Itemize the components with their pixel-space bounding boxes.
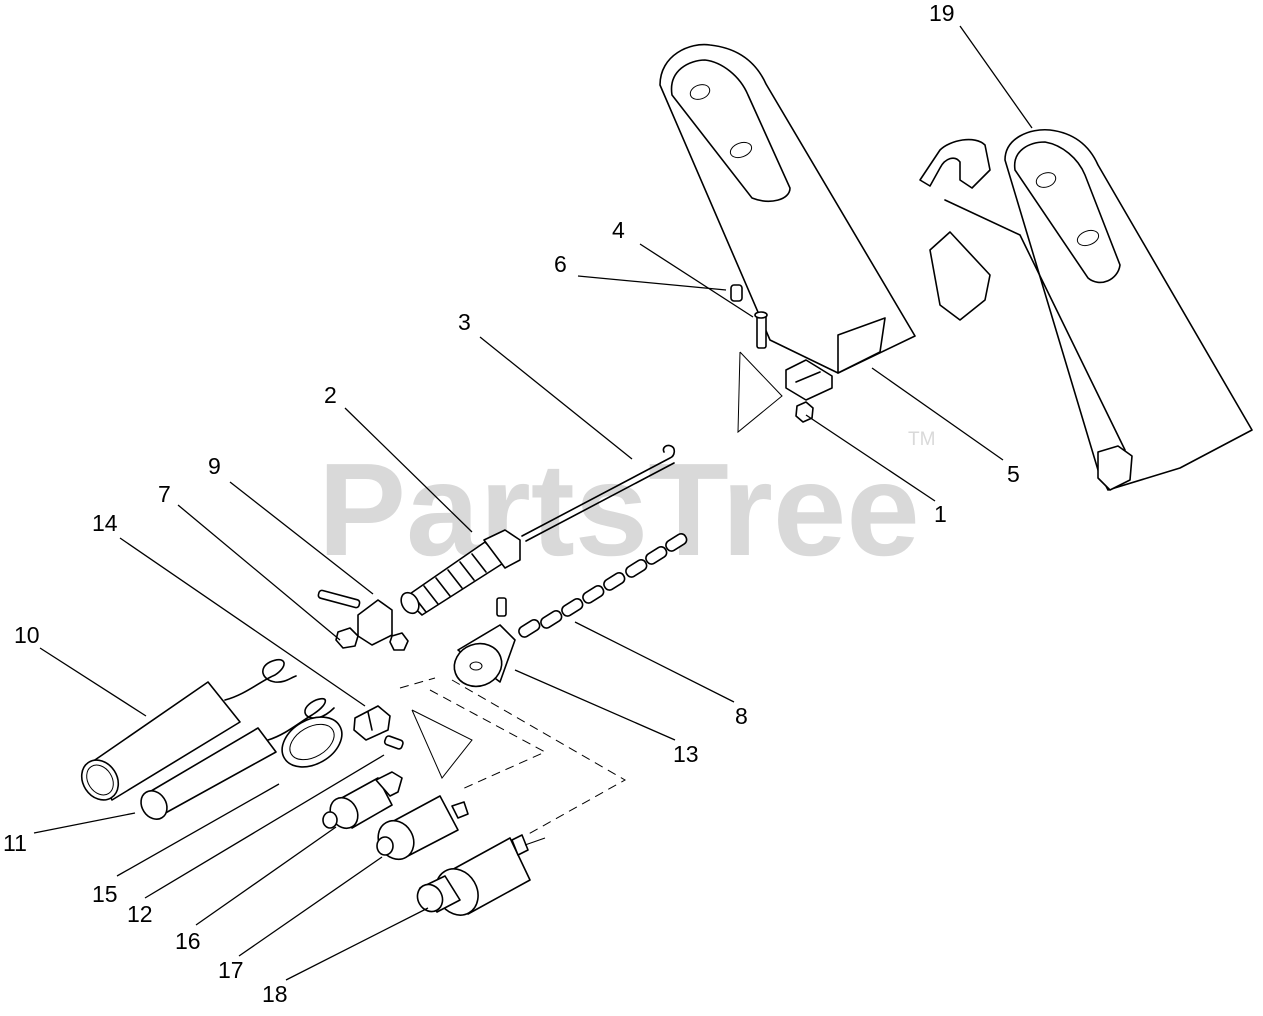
part-15-oval-link <box>281 716 343 768</box>
part-2-threaded-adjuster <box>400 529 521 616</box>
part-13-cone-weight <box>453 624 516 688</box>
leader-lines <box>33 25 1033 981</box>
part-10-large-cylinder <box>80 658 297 801</box>
assembly-guides-lower <box>399 677 627 837</box>
part-12-pin <box>383 735 404 750</box>
part-19-assembled-bracket <box>919 128 1253 491</box>
part-17-medium-weight <box>376 795 469 861</box>
part-6-spacer <box>730 284 743 302</box>
callout-7: 7 <box>158 481 171 507</box>
part-5-arm-bracket <box>659 43 916 401</box>
part-1-nut <box>795 401 814 423</box>
callout-3: 3 <box>458 309 471 335</box>
part-8-chain <box>496 533 688 638</box>
callout-13: 13 <box>673 741 699 767</box>
callout-6: 6 <box>554 251 567 277</box>
callout-12: 12 <box>127 901 153 927</box>
callout-15: 15 <box>92 881 118 907</box>
callout-10: 10 <box>14 622 40 648</box>
part-11-small-cylinder <box>140 697 335 820</box>
assembly-guide-upper <box>737 351 783 434</box>
part-14-small-clevis <box>353 705 391 741</box>
callout-18: 18 <box>262 981 288 1007</box>
callout-labels: 19 4 6 3 2 9 7 14 10 11 15 12 16 17 18 1… <box>3 0 1020 1007</box>
chain-pin <box>496 597 507 617</box>
part-9-clevis-bracket <box>317 589 409 651</box>
callout-8: 8 <box>735 703 748 729</box>
watermark-text: PartsTree <box>318 436 920 583</box>
part-3-hook-rod <box>521 444 676 542</box>
callout-11: 11 <box>3 830 27 856</box>
callout-5: 5 <box>1007 461 1020 487</box>
part-16-small-weight <box>322 771 403 830</box>
callout-9: 9 <box>208 453 221 479</box>
callout-2: 2 <box>324 382 337 408</box>
watermark-trademark: TM <box>908 429 935 450</box>
part-18-large-weight <box>416 834 546 916</box>
part-4-bolt <box>754 311 768 349</box>
callout-14: 14 <box>92 510 118 536</box>
callout-4: 4 <box>612 217 625 243</box>
callout-16: 16 <box>175 928 201 954</box>
callout-1: 1 <box>934 501 947 527</box>
callout-19: 19 <box>929 0 955 26</box>
callout-17: 17 <box>218 957 244 983</box>
